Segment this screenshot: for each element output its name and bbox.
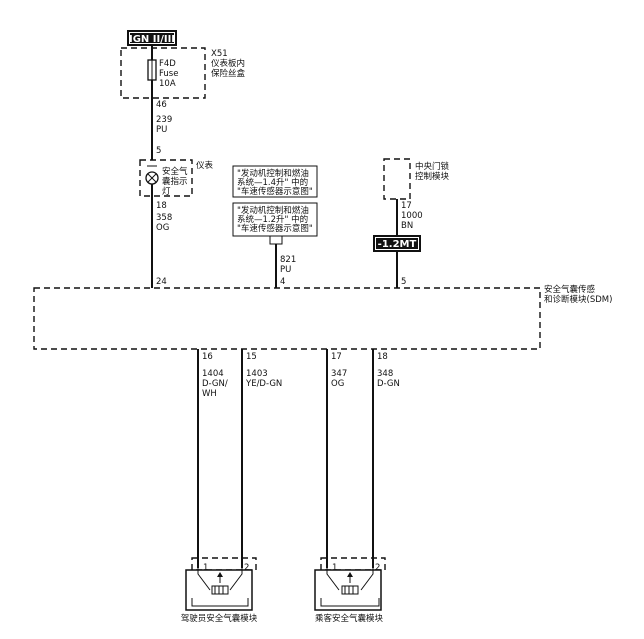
- cluster-box: [139, 159, 193, 197]
- ref1-line2: 系统—1.4升" 中的: [237, 177, 308, 188]
- lamp-cross-b: [147, 173, 157, 183]
- wire-239-color: PU: [156, 125, 167, 135]
- wire-358-color: OG: [156, 223, 169, 233]
- ref1-line1: "发动机控制和燃油: [237, 168, 309, 179]
- driver-airbag-module: 1 2: [185, 557, 257, 611]
- passenger-airbag-module: 1 2: [314, 557, 386, 611]
- wire-1404-circuit: 1404: [202, 369, 224, 379]
- fuse-block-line2: 保险丝盒: [211, 68, 246, 79]
- sdm-pin-24: 24: [156, 277, 167, 287]
- driver-module-label: 驾驶员安全气囊模块: [181, 613, 258, 624]
- fuse-block-line1: 仪表板内: [211, 58, 245, 69]
- ign-label: IGN II/III: [129, 34, 175, 45]
- sdm-box: [33, 287, 541, 350]
- reference-box-2: [232, 202, 318, 237]
- door-lock-line2: 控制模块: [415, 171, 450, 182]
- fuse-block-connector: X51: [211, 49, 228, 59]
- lamp-label-2: 囊指示: [162, 176, 188, 187]
- wire-1403-pin: 15: [246, 352, 257, 362]
- wire-1404-color1: D-GN/: [202, 379, 228, 389]
- wire-348-pin: 18: [377, 352, 388, 362]
- reference-connector: [269, 236, 283, 245]
- wire-358-circuit: 358: [156, 213, 172, 223]
- wire-347-circuit: 347: [331, 369, 347, 379]
- passenger-pin-1: 1: [332, 563, 337, 573]
- fuse-block-box: [120, 47, 206, 99]
- wire-1000-color: BN: [401, 221, 413, 231]
- mt-tag: -1.2MT: [373, 235, 421, 252]
- cluster-pin-bottom: 18: [156, 201, 167, 211]
- wire-1403-circuit: 1403: [246, 369, 268, 379]
- wire-1404-pin: 16: [202, 352, 213, 362]
- ref1-line3: "车速传感器示意图": [237, 186, 313, 197]
- mt-label: -1.2MT: [378, 239, 417, 250]
- wire-46-pin: 46: [156, 100, 167, 110]
- lamp-label-1: 安全气: [162, 166, 188, 177]
- sdm-pin-5: 5: [401, 277, 406, 287]
- fuse-rating: 10A: [159, 79, 176, 89]
- sdm-label-1: 安全气囊传感: [544, 284, 596, 295]
- wire-348-color1: D-GN: [377, 379, 400, 389]
- reference-box-1: [232, 165, 318, 198]
- lamp-label-3: 灯: [162, 186, 171, 197]
- fuse-type: Fuse: [159, 69, 178, 79]
- door-lock-box: [383, 158, 411, 200]
- ign-tag: IGN II/III: [127, 30, 177, 46]
- cluster-pin-top: 5: [156, 146, 161, 156]
- fuse-id: F4D: [159, 59, 176, 69]
- passenger-module-label: 乘客安全气囊模块: [315, 613, 384, 624]
- wire-821-pin: 4: [280, 277, 285, 287]
- passenger-pin-2: 2: [375, 563, 380, 573]
- wire-347-color1: OG: [331, 379, 344, 389]
- wire-821-circuit: 821: [280, 255, 296, 265]
- driver-pin-1: 1: [203, 563, 208, 573]
- wire-239-circuit: 239: [156, 115, 172, 125]
- ref2-line2: 系统—1.2升" 中的: [237, 214, 308, 225]
- wire-347-pin: 17: [331, 352, 342, 362]
- wire-821-color: PU: [280, 265, 291, 275]
- wire-1403-color1: YE/D-GN: [245, 379, 282, 389]
- cluster-label: 仪表: [196, 160, 214, 171]
- wire-1404-color2: WH: [202, 389, 217, 399]
- ref2-line1: "发动机控制和燃油: [237, 205, 309, 216]
- ref2-line3: "车速传感器示意图": [237, 223, 313, 234]
- driver-pin-2: 2: [244, 563, 249, 573]
- door-lock-line1: 中央门锁: [415, 161, 450, 172]
- door-lock-pin: 17: [401, 201, 412, 211]
- wire-348-circuit: 348: [377, 369, 393, 379]
- wire-1000-circuit: 1000: [401, 211, 423, 221]
- sdm-label-2: 和诊断模块(SDM): [544, 294, 612, 305]
